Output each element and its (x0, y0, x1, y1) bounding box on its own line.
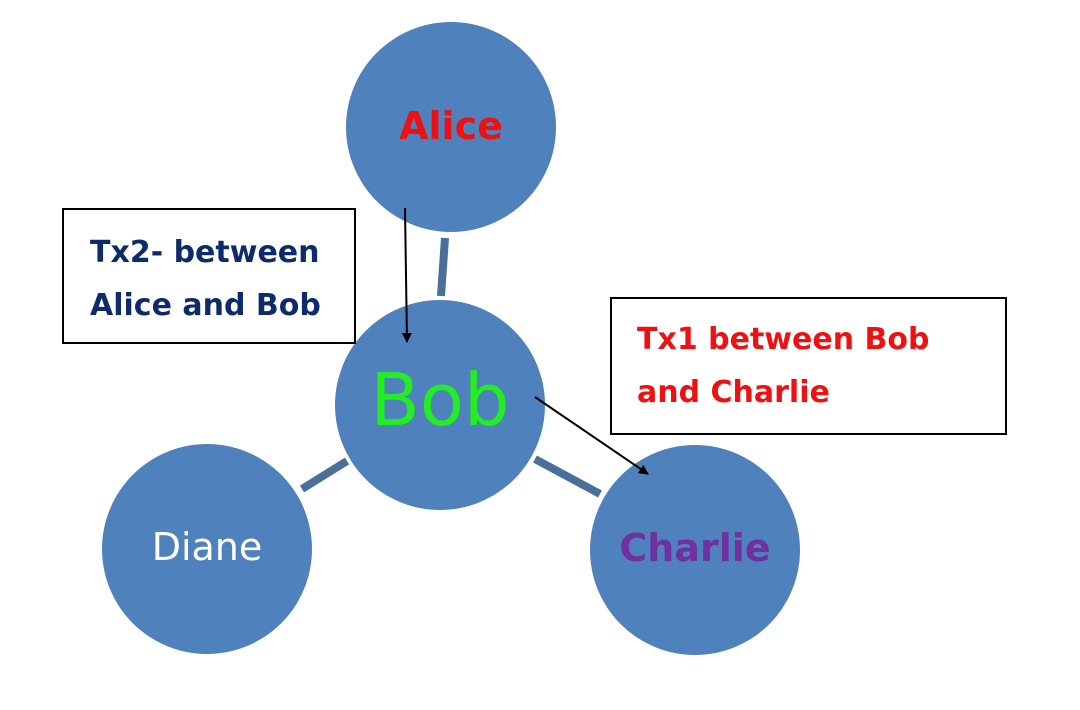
node-diane-circle (102, 444, 312, 654)
node-bob-circle (335, 300, 545, 510)
node-diane[interactable]: Diane (102, 444, 312, 654)
note-tx2-line2: Alice and Bob (90, 288, 321, 323)
edge-bob-diane (299, 457, 350, 493)
note-tx1-line1: Tx1 between Bob (637, 322, 929, 357)
arrow-tx2-alice-to-bob (401, 207, 412, 343)
node-alice[interactable]: Alice (346, 22, 556, 232)
node-bob[interactable]: Bob (335, 300, 545, 510)
edge-bob-charlie (533, 455, 602, 498)
node-bob-label: Bob (370, 358, 509, 442)
note-tx2: Tx2- between Alice and Bob (62, 208, 356, 344)
note-tx2-box (62, 208, 356, 344)
node-alice-circle (346, 22, 556, 232)
node-charlie-label: Charlie (619, 526, 770, 570)
arrow-tx1-bob-to-charlie (534, 396, 649, 475)
note-tx1: Tx1 between Bob and Charlie (610, 297, 1007, 435)
note-tx2-line1: Tx2- between (90, 235, 320, 270)
edge-alice-bob (437, 237, 449, 297)
node-charlie[interactable]: Charlie (590, 445, 800, 655)
note-tx1-box (610, 297, 1007, 435)
node-diane-label: Diane (152, 525, 263, 569)
node-charlie-circle (590, 445, 800, 655)
note-tx1-line2: and Charlie (637, 375, 830, 410)
node-alice-label: Alice (399, 104, 503, 148)
